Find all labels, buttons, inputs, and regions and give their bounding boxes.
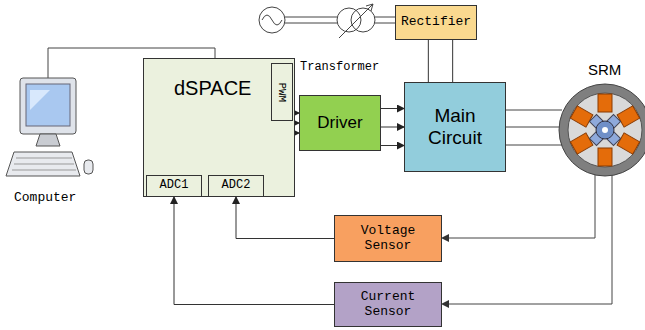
sensor-box: Current Sensor [334, 282, 442, 327]
node-label: Main Circuit [408, 105, 502, 149]
phase-wire [505, 110, 562, 145]
connector [236, 197, 334, 239]
sense-wire [446, 174, 595, 238]
node-label: Driver [317, 113, 362, 133]
adjust-arrow [366, 4, 373, 11]
power-wire [285, 17, 337, 23]
node-label: PWM [276, 82, 289, 102]
node-label: Current Sensor [338, 290, 438, 320]
node-label: ADC2 [222, 179, 251, 193]
arrow-head [441, 234, 449, 308]
adc-port: ADC1 [146, 175, 202, 197]
connector [174, 197, 334, 305]
part-name: Computer [14, 190, 76, 205]
connector [452, 40, 453, 82]
adc-port: ADC2 [208, 175, 264, 197]
connector [381, 108, 404, 109]
transformer-coil [351, 8, 375, 32]
connector [381, 145, 404, 146]
sine-symbol [262, 15, 282, 25]
node-label: dSPACE [174, 77, 251, 100]
node-label: ADC1 [160, 179, 189, 193]
connector [428, 40, 429, 82]
srm-motor [559, 84, 645, 176]
ac-source [259, 7, 285, 33]
connector [381, 127, 404, 128]
power-wire [375, 17, 395, 23]
part-name: Transformer [300, 60, 379, 74]
main-circuit-box: Main Circuit [404, 82, 506, 172]
node-label: Voltage Sensor [338, 224, 438, 254]
sense-wire [446, 172, 612, 304]
sensor-box: Voltage Sensor [334, 215, 442, 262]
pwm-port: PWM [271, 63, 293, 121]
part-name: SRM [588, 61, 621, 78]
rectifier-box: Rectifier [395, 5, 477, 40]
node-label: Rectifier [401, 15, 471, 30]
computer-icon [6, 78, 93, 176]
driver-box: Driver [299, 95, 381, 151]
controller-box: dSPACE ADC1 ADC2 PWM [143, 58, 295, 197]
adjust-arrow [339, 4, 373, 38]
